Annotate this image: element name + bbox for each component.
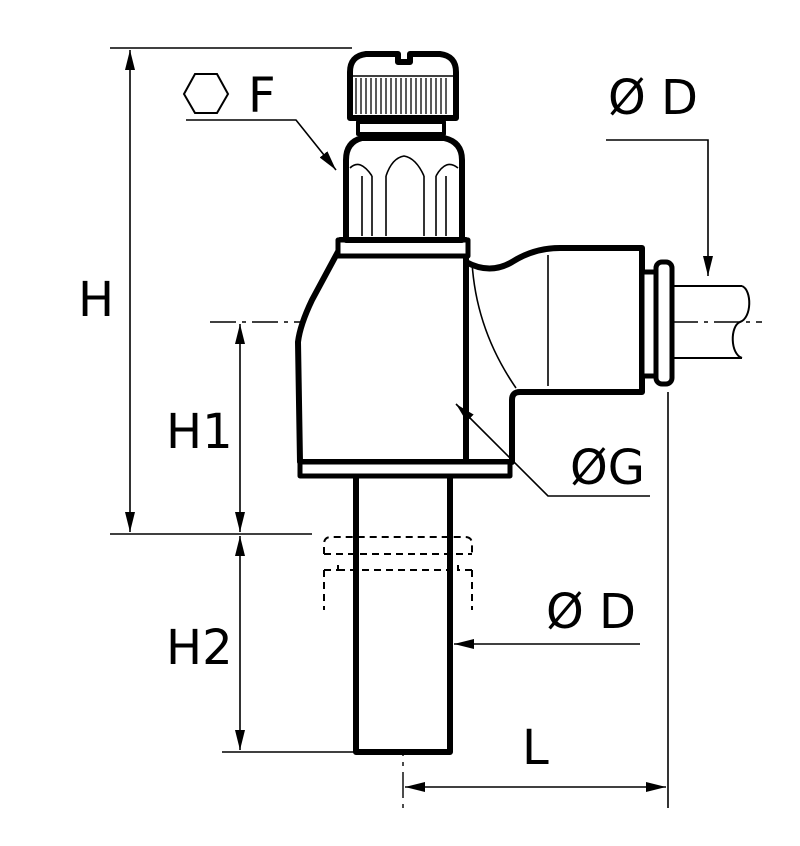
dimension-lines [110, 47, 713, 808]
label-h: H [78, 272, 114, 328]
label-h2: H2 [166, 620, 233, 676]
label-d-top: Ø D [608, 70, 698, 126]
label-g: ØG [570, 440, 645, 496]
label-f: F [248, 68, 276, 124]
release-collet [639, 259, 675, 387]
label-l: L [522, 720, 549, 776]
knurl-lines [355, 78, 447, 114]
bottom-tube [353, 469, 453, 755]
label-h1: H1 [166, 404, 233, 460]
hidden-collar [323, 536, 473, 610]
hex-nut [343, 135, 465, 243]
main-body [295, 237, 513, 479]
hexagon-icon [182, 73, 230, 114]
adjusting-knob [347, 51, 459, 136]
outlet-boss [463, 245, 645, 465]
label-d-bottom: Ø D [546, 584, 636, 640]
